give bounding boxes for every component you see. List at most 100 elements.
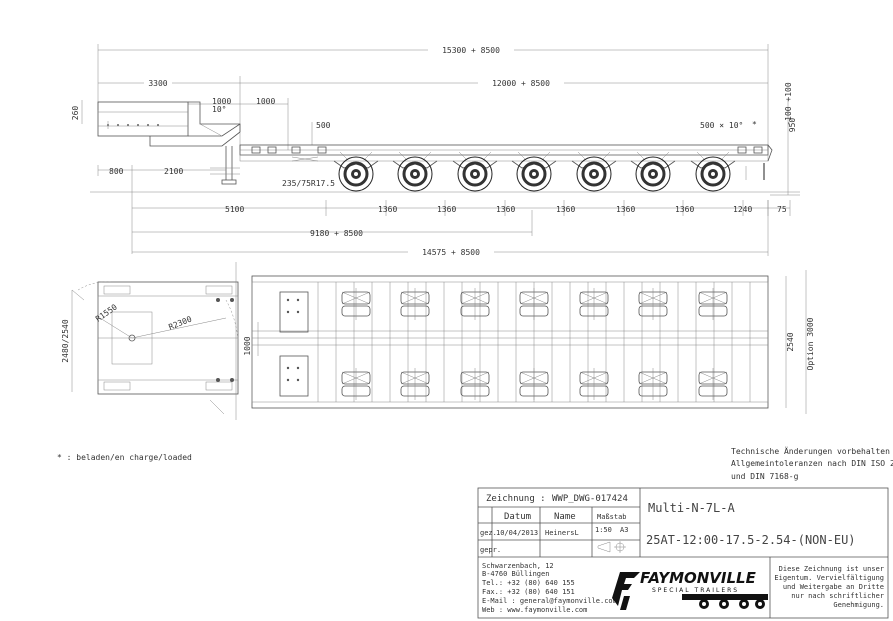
address-line: B-4760 Büllingen [482, 570, 549, 578]
wheel-tyre [338, 156, 374, 192]
axle-group [333, 151, 736, 192]
dim-platform: 12000 + 8500 [492, 79, 550, 88]
faymonville-logo: FAYMONVILLE SPECIAL TRAILERS [612, 569, 768, 610]
dim-overall-length: 15300 + 8500 [442, 46, 500, 55]
wheel-pair-top [519, 368, 549, 400]
scale-value: 1:50 [595, 526, 612, 534]
dim-neck-1000-b: 1000 [256, 97, 275, 106]
wheel-center [473, 172, 477, 176]
tyre-size: 235/75R17.5 [282, 179, 335, 188]
address-line: Tel.: +32 (80) 640 155 [482, 579, 575, 587]
dim-width-2540: 2540 [786, 332, 795, 351]
wheel-rim [581, 161, 607, 187]
dim-wheelbase-2: 1360 [437, 205, 456, 214]
dim-star: * [752, 120, 757, 129]
loaded-note: * : beladen/en charge/loaded [57, 453, 192, 462]
tech-note-2: Allgemeintoleranzen nach DIN ISO 2768-c [731, 459, 893, 468]
axle-assembly [392, 151, 438, 192]
wheel-pair-top [638, 368, 668, 400]
projection-symbol [597, 541, 626, 553]
suspension-strut [482, 151, 492, 161]
axle-assembly [511, 151, 557, 192]
wheel-pair-top [460, 368, 490, 400]
wheel-tyre [695, 156, 731, 192]
wheel-pair-top [698, 288, 728, 320]
wheel-pair-top [460, 288, 490, 320]
dim-option-3000: Option 3000 [806, 317, 815, 370]
dim-wheelbase-5: 1360 [616, 205, 635, 214]
top-view: R1550 R2300 2480/2540 1000 [61, 262, 815, 420]
address-line: E-Mail : general@faymonville.com [482, 597, 617, 605]
wheel-center [532, 172, 536, 176]
address-line: Fax.: +32 (80) 640 151 [482, 588, 575, 596]
dim-gooseneck: 3300 [148, 79, 167, 88]
wheel-pair-top [638, 288, 668, 320]
wheel-rim [700, 161, 726, 187]
dim-height-950: 950 [788, 118, 797, 133]
dim-1000: 1000 [243, 336, 252, 355]
wheel-tyre [397, 156, 433, 192]
drawing-label: Zeichnung : [486, 494, 546, 504]
suspension-strut [517, 151, 527, 161]
axle-assembly [571, 151, 617, 192]
tech-note-1: Technische Änderungen vorbehalten [731, 446, 890, 456]
dim-2100: 2100 [164, 167, 183, 176]
axle-assembly [690, 151, 736, 192]
wheel-center [413, 172, 417, 176]
dim-wheelbase-8: 75 [777, 205, 787, 214]
col-scale: Maßstab [597, 513, 627, 521]
wheel-tyre [635, 156, 671, 192]
suspension-strut [696, 151, 706, 161]
wheel-center [354, 172, 358, 176]
copyright-line: nur nach schriftlicher [791, 592, 884, 600]
dim-r2300: R2300 [167, 314, 193, 331]
suspension-strut [660, 151, 670, 161]
dim-wheelbase-6: 1360 [675, 205, 694, 214]
dim-wheelbase-0: 5100 [225, 205, 244, 214]
copyright-note: Diese Zeichnung ist unser Eigentum. Verv… [774, 565, 884, 609]
dim-14575: 14575 + 8500 [422, 248, 480, 257]
axle-assembly [333, 151, 379, 192]
suspension-strut [601, 151, 611, 161]
side-view: 15300 + 8500 3300 12000 + 8500 1000 10° … [71, 44, 800, 257]
suspension-strut [577, 151, 587, 161]
logo-wordmark: FAYMONVILLE [640, 569, 757, 587]
dim-wheelbase-3: 1360 [496, 205, 515, 214]
drawing-number: WWP_DWG-017424 [552, 494, 628, 504]
wheel-rim [521, 161, 547, 187]
axle-assembly [630, 151, 676, 192]
suspension-strut [458, 151, 468, 161]
model-name: Multi-N-7L-A [648, 501, 735, 515]
tech-note-3: und DIN 7168-g [731, 472, 799, 481]
suspension-strut [636, 151, 646, 161]
dim-wheelbase-7: 1240 [733, 205, 752, 214]
wheel-pair-top [341, 288, 371, 320]
col-name: Name [554, 512, 576, 522]
wheel-center [592, 172, 596, 176]
dim-wheelbase-4: 1360 [556, 205, 575, 214]
address-block: Schwarzenbach, 12 B-4760 Büllingen Tel.:… [482, 562, 617, 614]
wheel-pair-top [579, 288, 609, 320]
copyright-line: Eigentum. Vervielfältigung [774, 574, 884, 582]
suspension-strut [720, 151, 730, 161]
wheel-pair-top [579, 368, 609, 400]
wheel-rim [343, 161, 369, 187]
wheel-pair-top [341, 368, 371, 400]
wheel-pair-top [698, 368, 728, 400]
logo-tagline: SPECIAL TRAILERS [652, 587, 739, 594]
suspension-strut [541, 151, 551, 161]
row-drawn: gez. [480, 529, 497, 537]
title-block: Zeichnung : WWP_DWG-017424 Datum Name Ma… [477, 487, 889, 619]
dim-height-tol: -100 +100 [784, 82, 793, 126]
wheel-pair-top [519, 288, 549, 320]
model-spec: 25AT-12:00-17.5-2.54-(NON-EU) [646, 533, 856, 547]
col-date: Datum [504, 512, 531, 522]
row-checked: gepr. [480, 546, 501, 554]
drawn-date: 10/04/2013 [496, 529, 538, 537]
address-line: Web : www.faymonville.com [482, 606, 587, 614]
wheel-pair-top [400, 288, 430, 320]
copyright-line: Genehmigung. [833, 601, 884, 609]
dim-9180: 9180 + 8500 [310, 229, 363, 238]
wheel-rim [402, 161, 428, 187]
suspension-strut [339, 151, 349, 161]
